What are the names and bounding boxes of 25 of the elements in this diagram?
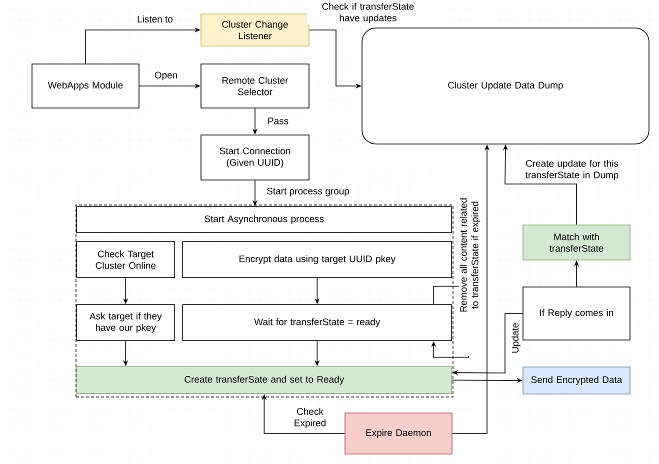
- process-box: Ask target if they have our pkey: [76, 304, 176, 342]
- edge-label: Open: [153, 70, 179, 82]
- edge-label: Remove all content related to transferState if expired: [458, 154, 482, 356]
- process-box: Start Connection (Given UUID): [200, 134, 310, 180]
- process-box: Create transferSate and set to Ready: [76, 366, 452, 394]
- edge-label: Create update for this transferState in Dump: [506, 158, 638, 182]
- process-box: Encrypt data using target UUID pkey: [182, 241, 452, 278]
- process-box: Start Asynchronous process: [76, 206, 452, 234]
- process-box: Check Target Cluster Online: [76, 241, 176, 278]
- dashed-frame: [76, 204, 454, 398]
- process-box: Wait for transferState = ready: [182, 304, 452, 342]
- process-box: WebApps Module: [32, 64, 140, 108]
- process-box: Cluster Change Listener: [200, 14, 310, 46]
- edge-label: Check Expired: [284, 406, 336, 430]
- edge-label: Pass: [266, 116, 290, 126]
- edge-label: Update: [510, 322, 522, 354]
- process-box: Expire Daemon: [344, 412, 452, 454]
- rounded-box: Cluster Update Data Dump: [362, 28, 650, 144]
- process-box: Send Encrypted Data: [522, 366, 630, 394]
- process-box: If Reply comes in: [522, 286, 630, 340]
- process-box: Remote Cluster Selector: [200, 64, 310, 108]
- process-box: Match with transferState: [522, 224, 630, 260]
- edge-label: Start process group: [266, 186, 350, 198]
- edge-label: Listen to: [136, 14, 174, 24]
- edge-label: Check if transferState have updates: [307, 2, 429, 24]
